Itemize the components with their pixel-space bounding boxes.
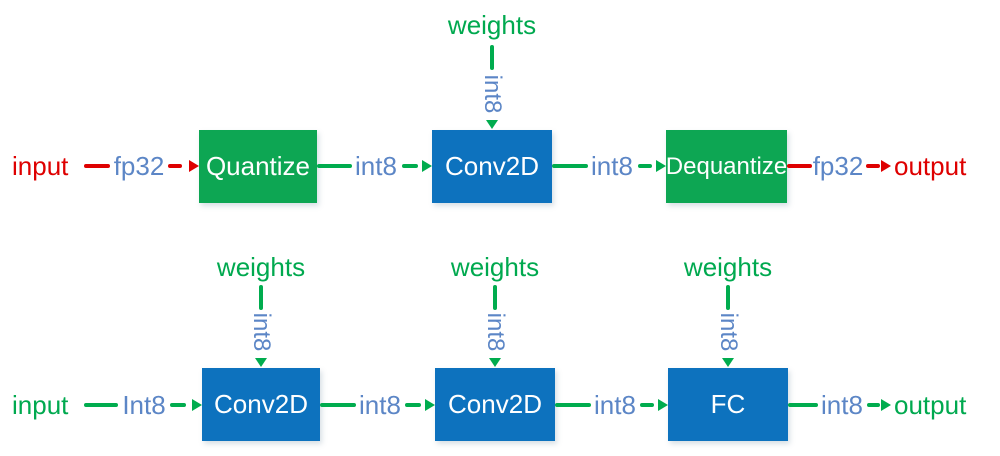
arrow-right-icon [422,160,432,172]
weights-wire-top [490,45,494,70]
arrow-right-icon [658,399,668,411]
node-conv2d-2-label: Conv2D [448,389,542,419]
weights-dtype-label-3: int8 [715,312,742,352]
node-quantize-label: Quantize [205,151,311,181]
weights-label-3: weights [683,252,773,282]
arrow-right-icon [425,399,435,411]
wire-int8-bot-0 [84,403,118,407]
edge-label-int8-bot-3: int8 [821,390,863,420]
weights-dtype-label-1: int8 [248,312,275,352]
edge-label-fp32-in: fp32 [113,151,165,181]
wire-int8-bot-2 [555,403,591,407]
node-conv2d-1: Conv2D [202,368,320,441]
weights-dtype-label-2: int8 [482,312,509,352]
node-fc-label: FC [710,389,746,419]
weights-label-2: weights [450,252,540,282]
edge-label-fp32-out: fp32 [812,151,864,181]
wire-int8-bot-1 [320,403,356,407]
wire-int8-bot-3b [867,403,880,407]
wire-int8-bot-1b [405,403,421,407]
wire-fp32-in-2 [168,164,182,168]
node-conv2d-1-label: Conv2D [214,389,308,419]
wire-int8-top-2 [552,164,588,168]
wire-int8-bot-2b [640,403,654,407]
wire-int8-top-2b [638,164,652,168]
arrow-right-icon [881,399,891,411]
arrow-down-icon [486,120,498,129]
node-fc: FC [668,368,788,441]
wire-int8-bot-0b [170,403,186,407]
wire-fp32-out-2 [866,164,880,168]
arrow-right-icon [881,160,891,172]
arrow-right-icon [189,160,199,172]
weights-label-top: weights [447,10,537,40]
output-label-bottom: output [894,390,967,420]
input-label-bottom: input [12,390,69,420]
node-quantize: Quantize [199,130,317,203]
weights-wire-2 [493,285,497,310]
weights-dtype-label-top: int8 [479,74,506,114]
node-dequantize: Dequantize [666,130,787,203]
weights-wire-1 [259,285,263,310]
wire-int8-top-1 [317,164,352,168]
input-label-top: input [12,151,69,181]
output-label-top: output [894,151,967,181]
edge-label-int8-top-2: int8 [591,151,633,181]
weights-label-1: weights [216,252,306,282]
wire-int8-top-1b [402,164,418,168]
edge-label-int8-bot-1: int8 [359,390,401,420]
edge-label-int8-top-1: int8 [355,151,397,181]
edge-label-int8-bot-0: Int8 [122,390,166,420]
arrow-down-icon [255,358,267,367]
wire-fp32-in [84,164,110,168]
wire-int8-bot-3 [788,403,818,407]
node-conv2d-top-label: Conv2D [445,151,539,181]
weights-wire-3 [726,285,730,310]
arrow-down-icon [489,358,501,367]
node-conv2d-top: Conv2D [432,130,552,203]
wire-fp32-out [787,164,812,168]
edge-label-int8-bot-2: int8 [594,390,636,420]
arrow-right-icon [192,399,202,411]
arrow-down-icon [722,358,734,367]
arrow-right-icon [656,160,666,172]
node-conv2d-2: Conv2D [435,368,555,441]
node-dequantize-label: Dequantize [665,152,788,180]
